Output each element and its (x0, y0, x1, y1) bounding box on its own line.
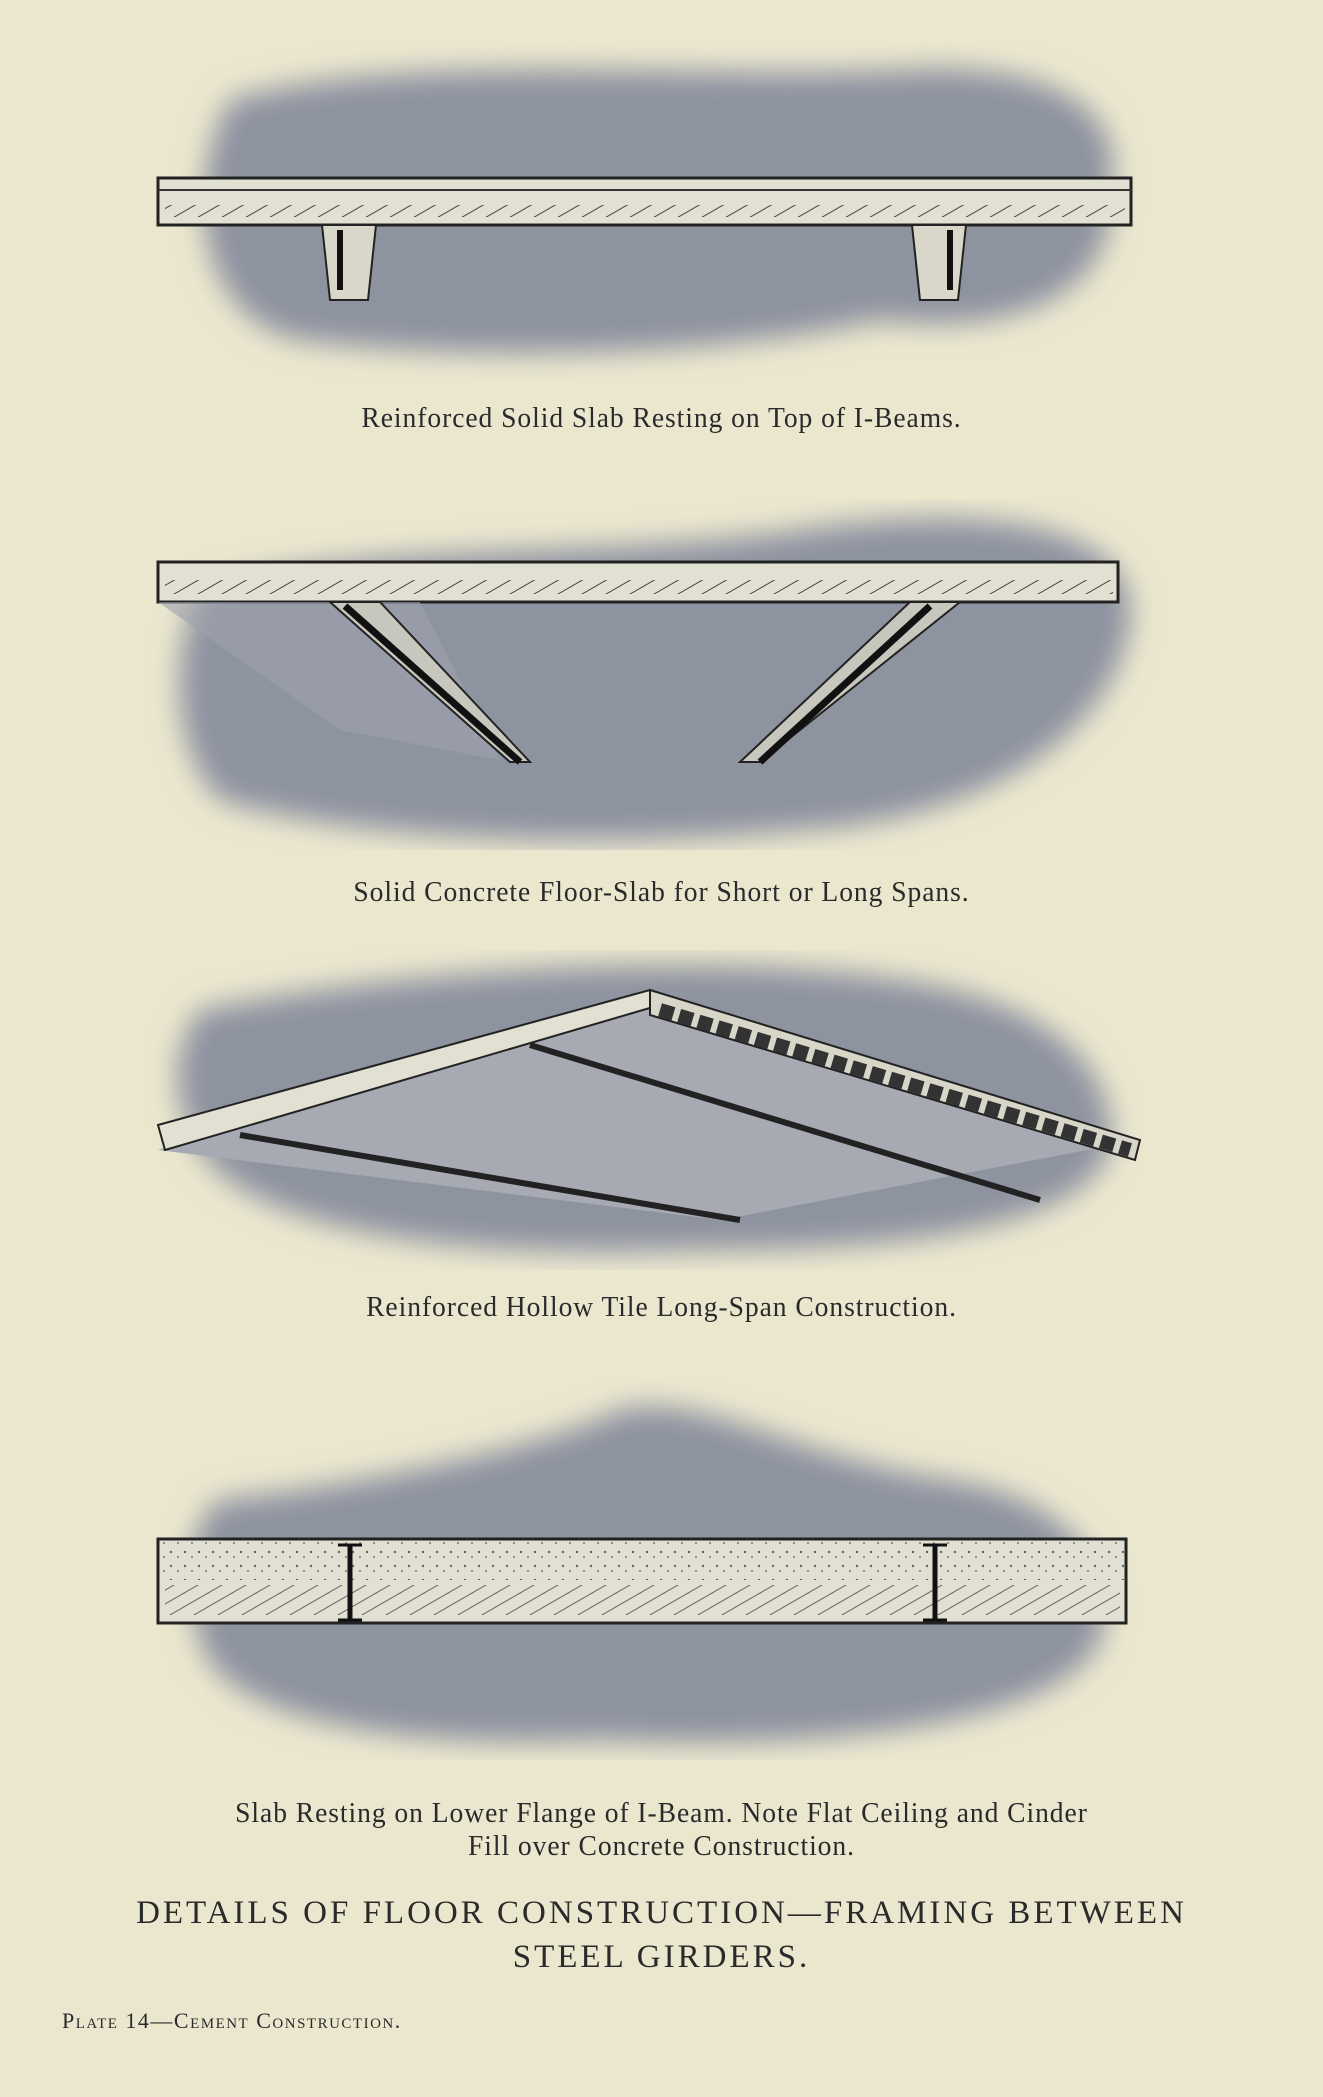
figure-solid-concrete-floor-slab (156, 518, 1131, 840)
figure-slab-on-lower-flange (156, 1406, 1128, 1743)
plate-title-line2: STEEL GIRDERS. (512, 1939, 811, 1975)
figure-caption: Reinforced Solid Slab Resting on Top of … (361, 402, 962, 434)
figure-solid-slab-on-i-beams (156, 68, 1133, 354)
figure-caption: Slab Resting on Lower Flange of I-Beam. … (235, 1797, 1088, 1829)
plate-label: Plate 14—Cement Construction. (62, 2008, 402, 2033)
figure-caption: Solid Concrete Floor-Slab for Short or L… (353, 876, 970, 908)
figure-hollow-tile-long-span (156, 965, 1142, 1252)
figure-caption-line2: Fill over Concrete Construction. (468, 1830, 855, 1862)
plate-title-line1: DETAILS OF FLOOR CONSTRUCTION—FRAMING BE… (136, 1895, 1187, 1931)
figure-caption: Reinforced Hollow Tile Long-Span Constru… (366, 1291, 957, 1323)
